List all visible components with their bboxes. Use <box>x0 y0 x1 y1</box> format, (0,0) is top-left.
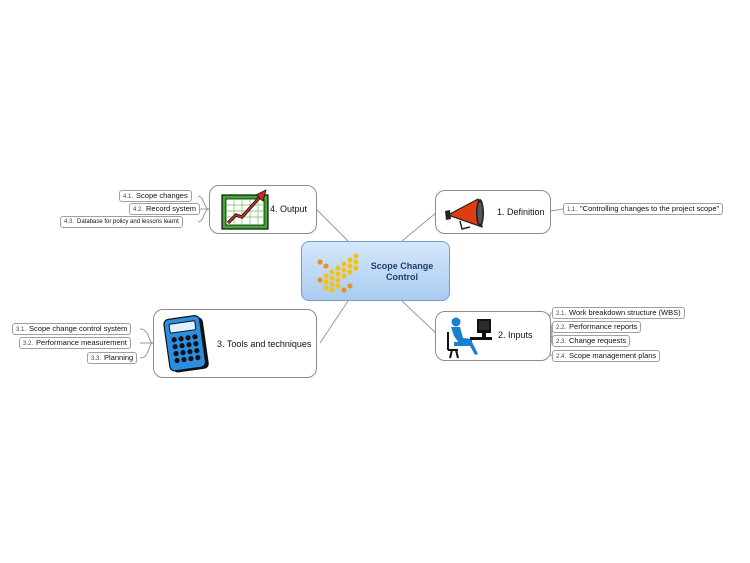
leaf-item[interactable]: 3.2.Performance measurement <box>19 337 131 349</box>
central-topic[interactable]: Scope Change Control <box>301 241 450 301</box>
leaf-item[interactable]: 2.3.Change requests <box>552 335 631 347</box>
leaf-item[interactable]: 1.1."Controlling changes to the project … <box>563 203 724 215</box>
branch-label: 1. Definition <box>497 207 545 217</box>
branch-label: 4. Output <box>270 204 308 214</box>
dotted-arrow-icon <box>317 253 359 293</box>
branch-tools[interactable]: 3. Tools and techniques <box>153 309 317 378</box>
leaf-item[interactable]: 4.3.Database for policy and lessons lear… <box>60 216 183 228</box>
megaphone-icon <box>445 198 484 230</box>
branch-label: 3. Tools and techniques <box>217 339 312 349</box>
central-title: Scope Change Control <box>370 261 434 282</box>
branch-inputs[interactable]: 2. Inputs <box>435 311 551 361</box>
branch-label: 2. Inputs <box>498 330 533 340</box>
leaf-item[interactable]: 3.3.Planning <box>87 352 138 364</box>
leaf-item[interactable]: 2.4.Scope management plans <box>552 350 661 362</box>
branch-definition[interactable]: 1. Definition <box>435 190 551 234</box>
branch-output[interactable]: 4. Output <box>209 185 317 234</box>
leaf-item[interactable]: 3.1.Scope change control system <box>12 323 132 335</box>
leaf-item[interactable]: 2.2.Performance reports <box>552 321 642 333</box>
calculator-icon <box>163 315 209 373</box>
computer-user-icon <box>447 317 492 359</box>
growth-chart-icon <box>221 189 269 230</box>
leaf-item[interactable]: 4.1.Scope changes <box>119 190 192 202</box>
leaf-item[interactable]: 2.1.Work breakdown structure (WBS) <box>552 307 685 319</box>
leaf-item[interactable]: 4.2.Record system <box>129 203 201 215</box>
